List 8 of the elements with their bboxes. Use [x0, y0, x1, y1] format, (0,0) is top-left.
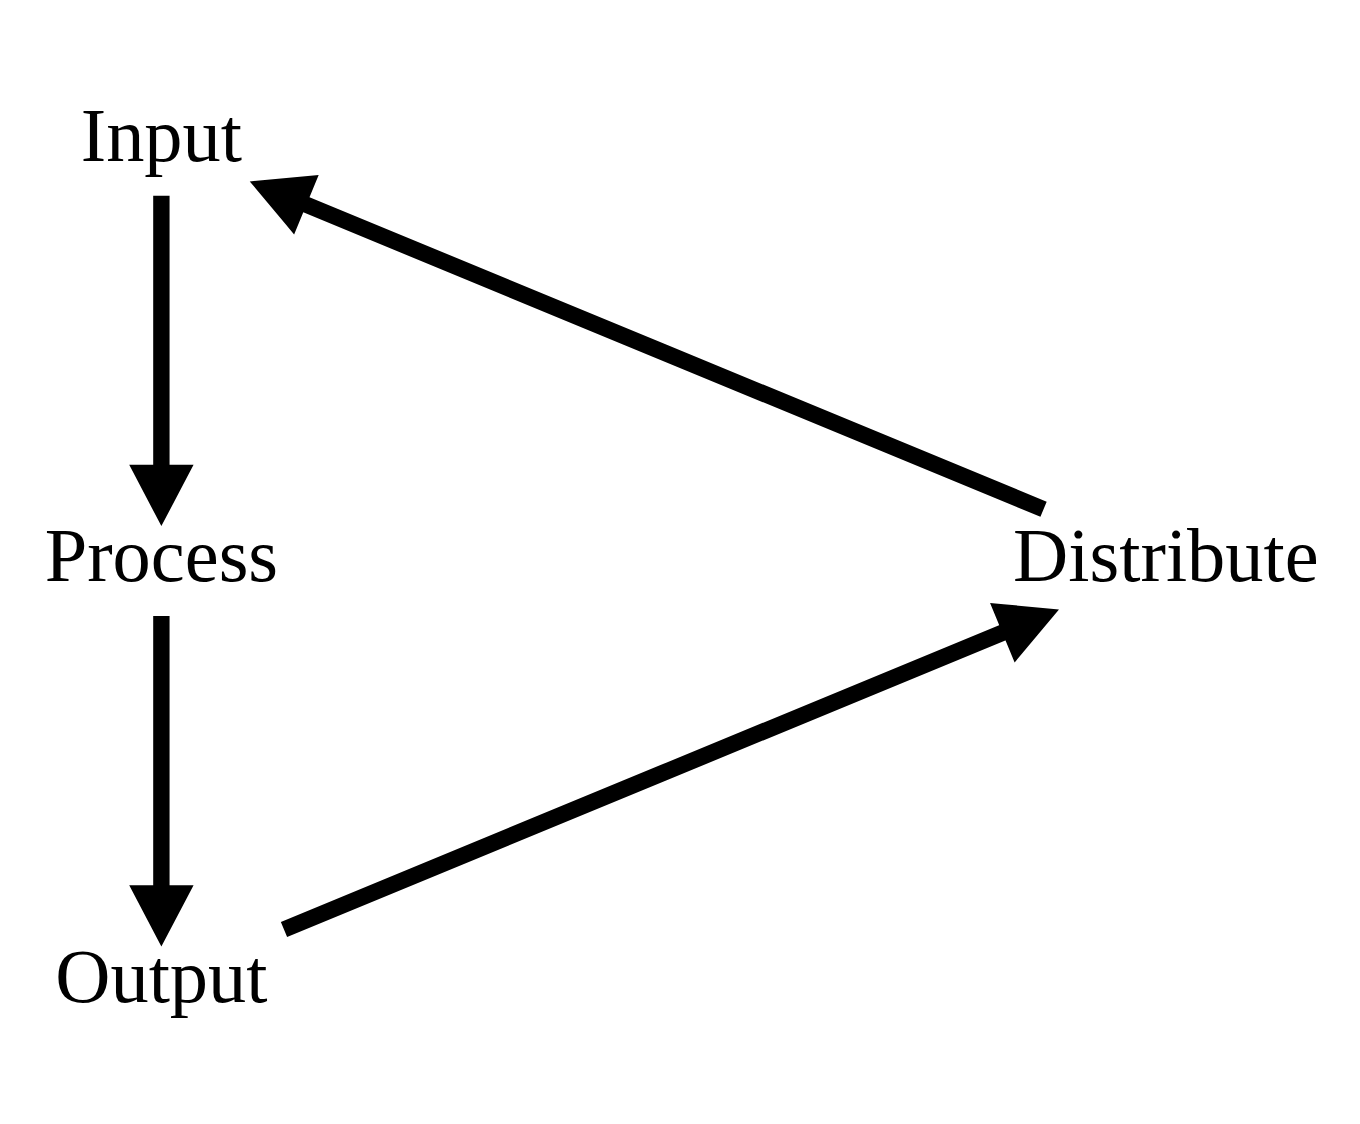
node-text: Process	[44, 512, 279, 598]
arrow	[249, 174, 1047, 517]
arrow	[129, 195, 194, 526]
node-text: Input	[80, 92, 243, 178]
arrow	[129, 615, 194, 946]
arrow	[280, 602, 1059, 937]
node-text: Output	[55, 933, 268, 1019]
node-text: Distribute	[1013, 512, 1319, 598]
